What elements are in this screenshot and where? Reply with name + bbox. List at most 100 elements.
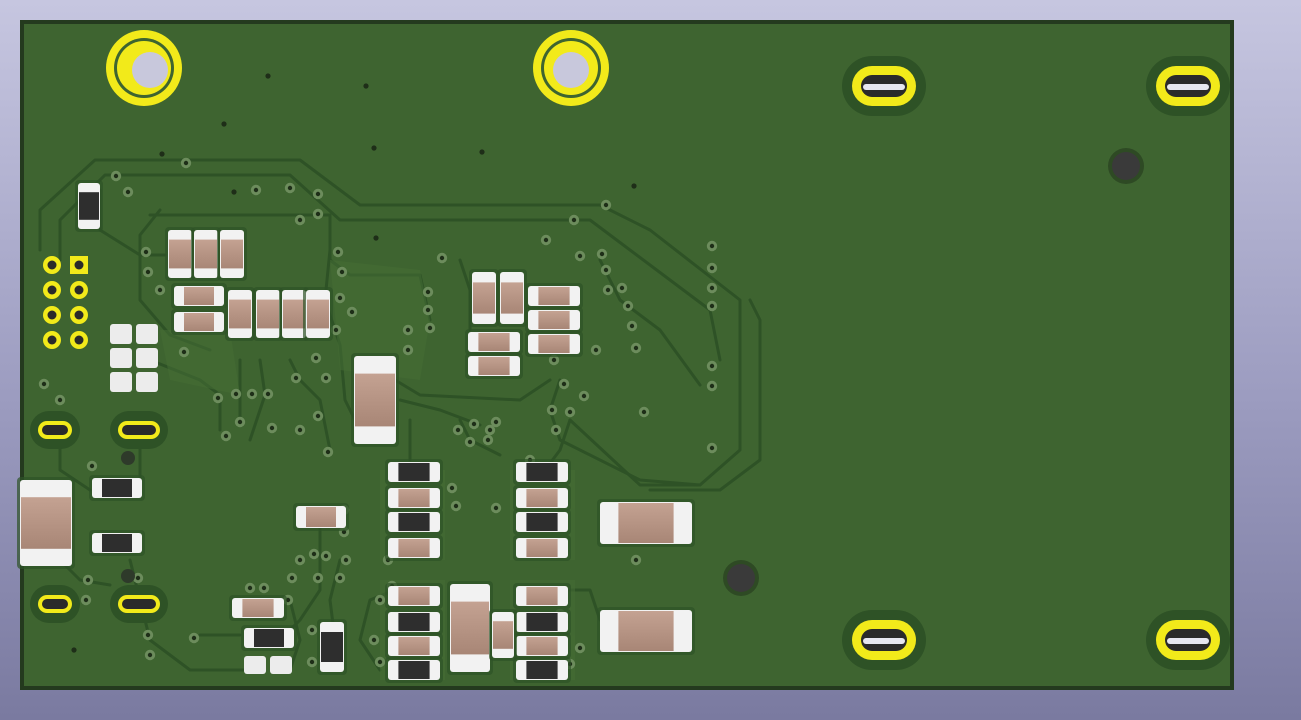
smd-resistor (17, 477, 75, 569)
smd-capacitor (385, 509, 443, 535)
via-drill (287, 185, 293, 191)
smd-resistor (525, 331, 583, 357)
smd-resistor (165, 227, 195, 281)
via-drill (567, 409, 573, 415)
via-drill (159, 151, 165, 157)
pin-drill (47, 335, 57, 345)
mounting-hole-left (106, 30, 182, 106)
smd-resistor (217, 227, 247, 281)
via-drill (343, 557, 349, 563)
via-drill (269, 425, 275, 431)
via-drill (315, 191, 321, 197)
mounting-hole-center (533, 30, 609, 106)
via-drill (339, 269, 345, 275)
via-drill (619, 285, 625, 291)
via-drill (309, 659, 315, 665)
smd-capacitor (513, 459, 571, 485)
via-drill (85, 577, 91, 583)
smd-capacitor (75, 180, 103, 232)
smd-resistor (597, 607, 695, 655)
via-drill (641, 409, 647, 415)
via-drill (603, 267, 609, 273)
pin-drill (74, 285, 84, 295)
via-drill (709, 303, 715, 309)
via-drill (223, 433, 229, 439)
via-drill (261, 585, 267, 591)
via-drill (471, 421, 477, 427)
smd-resistor (225, 287, 255, 341)
smd-resistor (525, 283, 583, 309)
smd-resistor (489, 609, 517, 661)
via-drill (455, 427, 461, 433)
via-drill (709, 363, 715, 369)
slotted-pad (30, 411, 80, 449)
smd-resistor (513, 485, 571, 511)
via-drill (145, 632, 151, 638)
slotted-pad (842, 610, 926, 670)
smd-resistor (465, 353, 523, 379)
via-drill (709, 285, 715, 291)
via-drill (337, 295, 343, 301)
via-drill (593, 347, 599, 353)
smd-pad (136, 348, 158, 368)
smd-pad (110, 348, 132, 368)
smd-resistor (385, 535, 443, 561)
component-layer (17, 180, 695, 683)
via-drill (297, 557, 303, 563)
via-drill (425, 289, 431, 295)
smd-pad (110, 372, 132, 392)
via-drill (633, 557, 639, 563)
slotted-pad (1146, 610, 1230, 670)
smd-pad (110, 324, 132, 344)
smd-capacitor (513, 609, 571, 635)
via-drill (143, 249, 149, 255)
smd-capacitor (385, 609, 443, 635)
smd-resistor (385, 485, 443, 511)
smd-capacitor (513, 657, 571, 683)
via-drill (215, 395, 221, 401)
via-drill (467, 439, 473, 445)
via-drill (333, 327, 339, 333)
via-drill (485, 437, 491, 443)
smd-resistor (447, 581, 493, 675)
via-drill (309, 627, 315, 633)
pin-drill (47, 260, 57, 270)
via-drill (253, 187, 259, 193)
pin-drill (74, 310, 84, 320)
via-drill (323, 553, 329, 559)
smd-resistor (525, 307, 583, 333)
slotted-pad (1146, 56, 1230, 116)
via-drill (581, 393, 587, 399)
via-drill (377, 597, 383, 603)
via-drill (599, 251, 605, 257)
via-drill (377, 659, 383, 665)
slotted-pad (842, 56, 926, 116)
smd-resistor (191, 227, 221, 281)
via-drill (41, 381, 47, 387)
via-drill (479, 149, 485, 155)
via-drill (633, 345, 639, 351)
smd-resistor (293, 503, 349, 531)
via-drill (83, 597, 89, 603)
via-drill (549, 407, 555, 413)
slotted-pad (110, 411, 168, 449)
smd-resistor (597, 499, 695, 547)
via-drill (571, 217, 577, 223)
via-drill (135, 575, 141, 581)
slotted-pad (30, 585, 80, 623)
via-drill (315, 575, 321, 581)
smd-resistor (513, 583, 571, 609)
smd-pad (136, 324, 158, 344)
via-drill (373, 235, 379, 241)
via-drill (181, 349, 187, 355)
via-drill (335, 249, 341, 255)
via-drill (157, 287, 163, 293)
via-drill (493, 505, 499, 511)
via-drill (487, 427, 493, 433)
via-drill (191, 635, 197, 641)
via-drill (311, 551, 317, 557)
pin-header (43, 256, 88, 349)
smd-pad (270, 656, 292, 674)
